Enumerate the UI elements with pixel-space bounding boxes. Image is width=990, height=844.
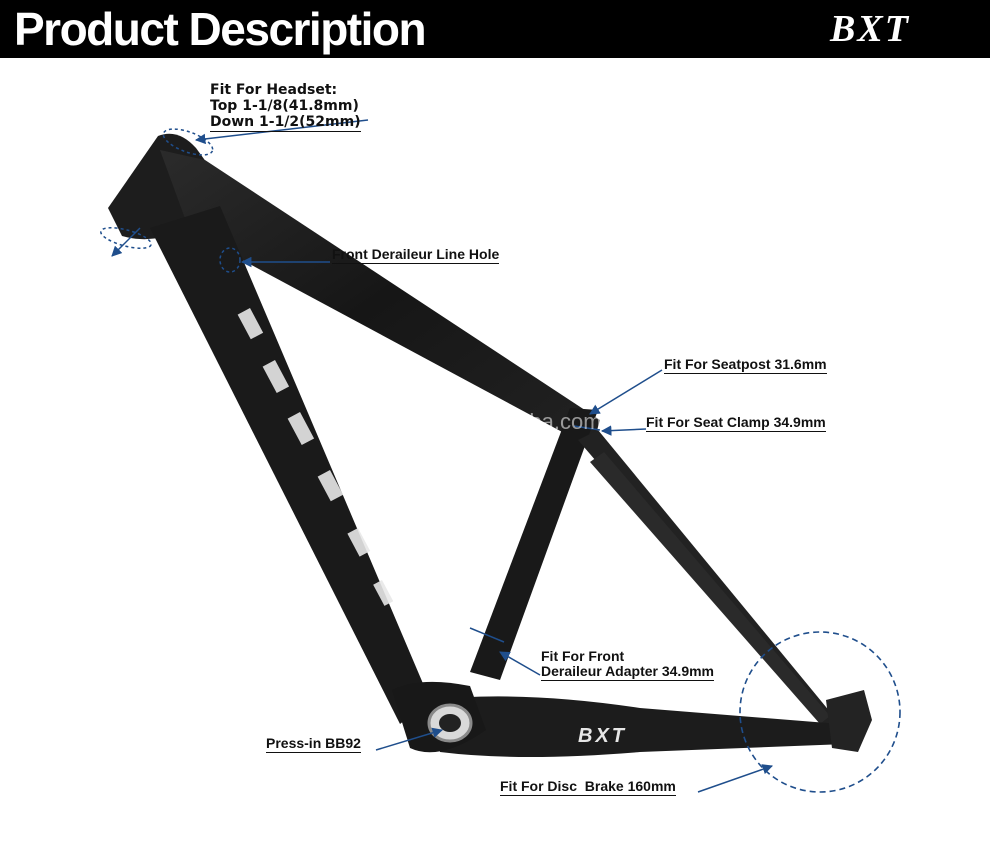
headset-title: Fit For Headset: [210, 82, 338, 98]
seat-tube [470, 408, 598, 680]
arrow-icon [111, 227, 141, 257]
adapter-line-1: Fit For Front [541, 648, 625, 664]
down-tube [150, 206, 430, 724]
line-hole-ring [219, 247, 241, 273]
bb-label: Press-in BB92 [266, 735, 361, 753]
watermark: bxtsports.en.alibaba.com [357, 409, 602, 434]
page-title: Product Description [14, 3, 427, 55]
headset-top-ring [162, 128, 214, 156]
header-bar: Product Description BXT [0, 0, 990, 58]
seatpost-label: Fit For Seatpost 31.6mm [664, 356, 827, 374]
dropout [826, 690, 872, 752]
front-derailleur-hole-label: Front Deraileur Line Hole [332, 246, 500, 264]
headset-bottom-ring [100, 227, 152, 249]
adapter-line-2: Deraileur Adapter 34.9mm [541, 663, 714, 681]
dropout-dashed-circle [739, 631, 901, 793]
arrow-icon [600, 425, 647, 436]
brand-logo: BXT [829, 8, 910, 50]
arrow-icon [375, 727, 444, 751]
chain-stay [430, 696, 846, 757]
arrow-icon [194, 119, 369, 145]
seat-stay-2 [590, 452, 830, 724]
disc-brake-label: Fit For Disc Brake 160mm [500, 778, 676, 796]
front-derailleur-adapter-label: Fit For Front Deraileur Adapter 34.9mm [541, 649, 714, 681]
down-tube-decal [237, 307, 394, 606]
arrow-icon [697, 764, 773, 793]
svg-text:BXT: BXT [829, 8, 910, 50]
headset-top: Top 1-1/8(41.8mm) [210, 98, 359, 114]
seat-clamp-label: Fit For Seat Clamp 34.9mm [646, 414, 826, 432]
headset-down: Down 1-1/2(52mm) [210, 114, 361, 132]
arrow-icon [499, 651, 541, 676]
top-tube [160, 150, 600, 448]
headset-label: Fit For Headset: Top 1-1/8(41.8mm) Down … [210, 82, 361, 132]
arrow-icon [589, 369, 663, 415]
chainstay-decal: BXT [578, 725, 627, 747]
